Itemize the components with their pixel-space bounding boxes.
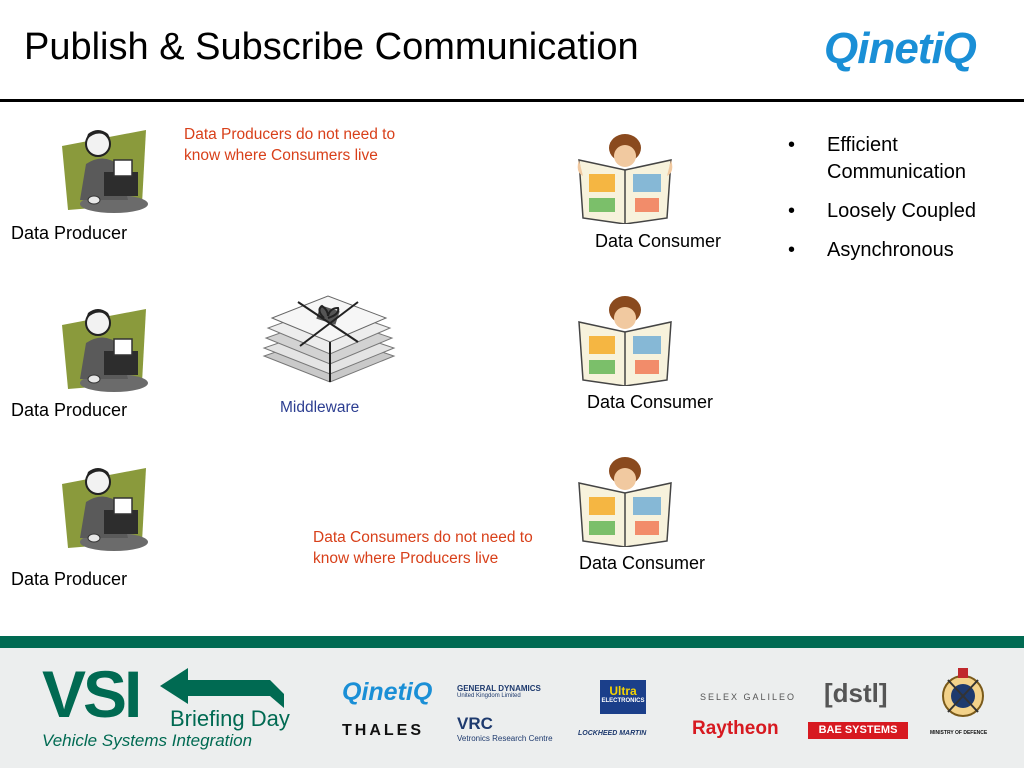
producers-note: Data Producers do not need to know where… [184,126,396,164]
ultra-logo-subtitle: ELECTRONICS [601,698,645,704]
producer-icon [62,468,148,551]
producer-icon [62,130,148,213]
vsi-tagline: Vehicle Systems Integration [42,731,253,750]
bullet-item: Asynchronous [788,237,1018,264]
newspaper-stack-icon [262,295,396,383]
producer-label: Data Producer [11,569,128,589]
footer-bar [0,636,1024,648]
consumer-reading-icon [578,296,672,386]
vsi-logo: VSI [42,657,142,731]
thales-logo: THALES [342,722,424,739]
producer-icon [62,309,148,392]
raytheon-logo: Raytheon [692,718,779,739]
ultra-logo-text: Ultra [609,684,637,698]
consumer-label: Data Consumer [579,553,706,573]
middleware-label: Middleware [280,399,360,416]
lockheed-martin-logo: LOCKHEED MARTIN [578,730,647,737]
ultra-logo: Ultra ELECTRONICS [600,680,646,714]
mod-label: MINISTRY OF DEFENCE [930,730,988,736]
briefing-day-label: Briefing Day [170,706,290,731]
mod-crest-icon [942,668,984,717]
producer-label: Data Producer [11,223,128,243]
vrc-logo: VRC [457,714,493,733]
selex-galileo-logo: SELEX GALILEO [700,692,797,702]
sponsor-footer: VSI Briefing Day Vehicle Systems Integra… [0,648,1024,768]
qinetiq-logo: QinetiQ [824,24,977,73]
consumer-reading-icon [578,457,672,547]
arrow-left-icon [160,668,284,708]
bullet-item: Efficient Communication [788,132,1018,186]
qinetiq-sponsor-logo: QinetiQ [342,678,433,706]
bae-systems-logo: BAE SYSTEMS [808,722,908,739]
dstl-logo: [dstl] [824,678,888,708]
consumer-label: Data Consumer [595,231,722,251]
header-divider [0,99,1024,102]
general-dynamics-subtitle: United Kingdom Limited [457,693,521,699]
benefits-list: Efficient Communication Loosely Coupled … [788,132,1018,276]
producer-label: Data Producer [11,400,128,420]
consumer-reading-icon [577,134,673,224]
bullet-item: Loosely Coupled [788,198,1018,225]
consumers-note: Data Consumers do not need to know where… [313,529,533,567]
page-title: Publish & Subscribe Communication [24,26,639,68]
general-dynamics-logo: GENERAL DYNAMICS [457,684,541,693]
vrc-subtitle: Vetronics Research Centre [457,734,553,743]
consumer-label: Data Consumer [587,392,714,412]
